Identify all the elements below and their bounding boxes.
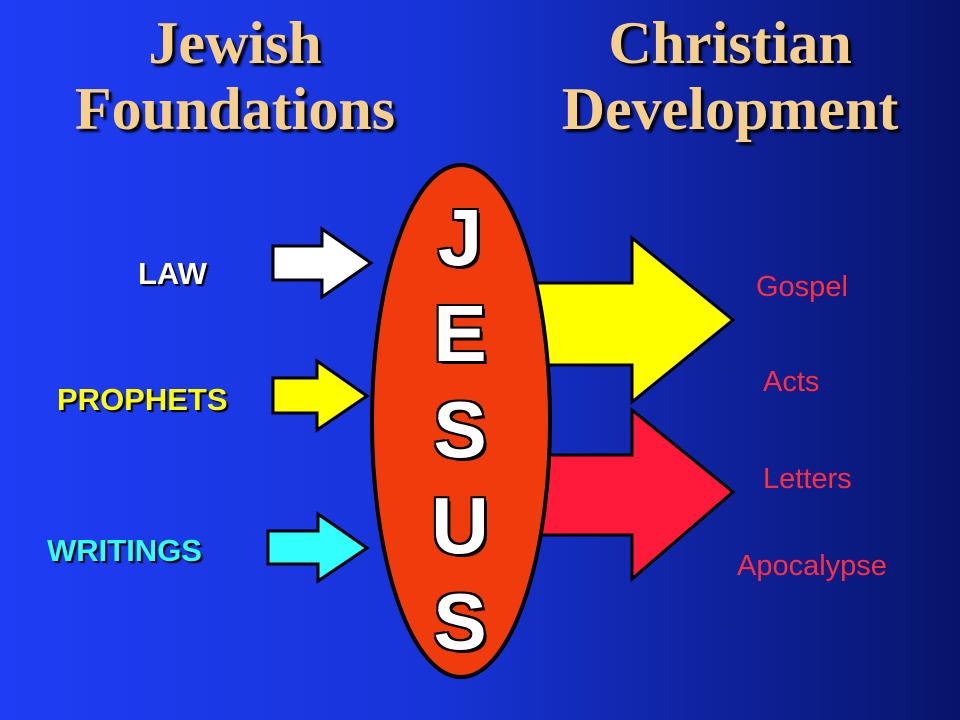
- jesus-letter-j: J: [437, 193, 483, 282]
- label-law: LAW: [138, 256, 207, 291]
- label-acts: Acts: [763, 366, 820, 398]
- jesus-letter-s-final: S: [433, 577, 487, 666]
- jesus-letter-u: U: [431, 481, 489, 570]
- arrow-writings: [266, 511, 370, 584]
- jesus-oval: [370, 163, 552, 679]
- heading-christian-development: Christian Development: [540, 10, 920, 142]
- jesus-letter-e: E: [433, 289, 487, 378]
- label-apocalypse: Apocalypse: [737, 550, 887, 582]
- heading-right-line-1: Christian: [608, 10, 852, 76]
- arrow-law: [271, 226, 374, 300]
- heading-right-line-2: Development: [561, 76, 899, 142]
- label-gospel: Gospel: [756, 271, 848, 303]
- arrow-to-letters-apocalypse: [518, 406, 736, 583]
- heading-jewish-foundations: Jewish Foundations: [55, 10, 415, 142]
- heading-left-line-1: Jewish: [148, 10, 322, 76]
- jesus-letters: J E S U S: [395, 190, 525, 670]
- label-prophets: PROPHETS: [57, 382, 228, 417]
- arrow-to-gospel-acts: [518, 234, 736, 406]
- arrow-prophets: [271, 358, 370, 433]
- label-letters: Letters: [763, 463, 852, 495]
- jesus-letter-s: S: [433, 385, 487, 474]
- label-writings: WRITINGS: [47, 533, 202, 568]
- heading-left-line-2: Foundations: [74, 76, 396, 142]
